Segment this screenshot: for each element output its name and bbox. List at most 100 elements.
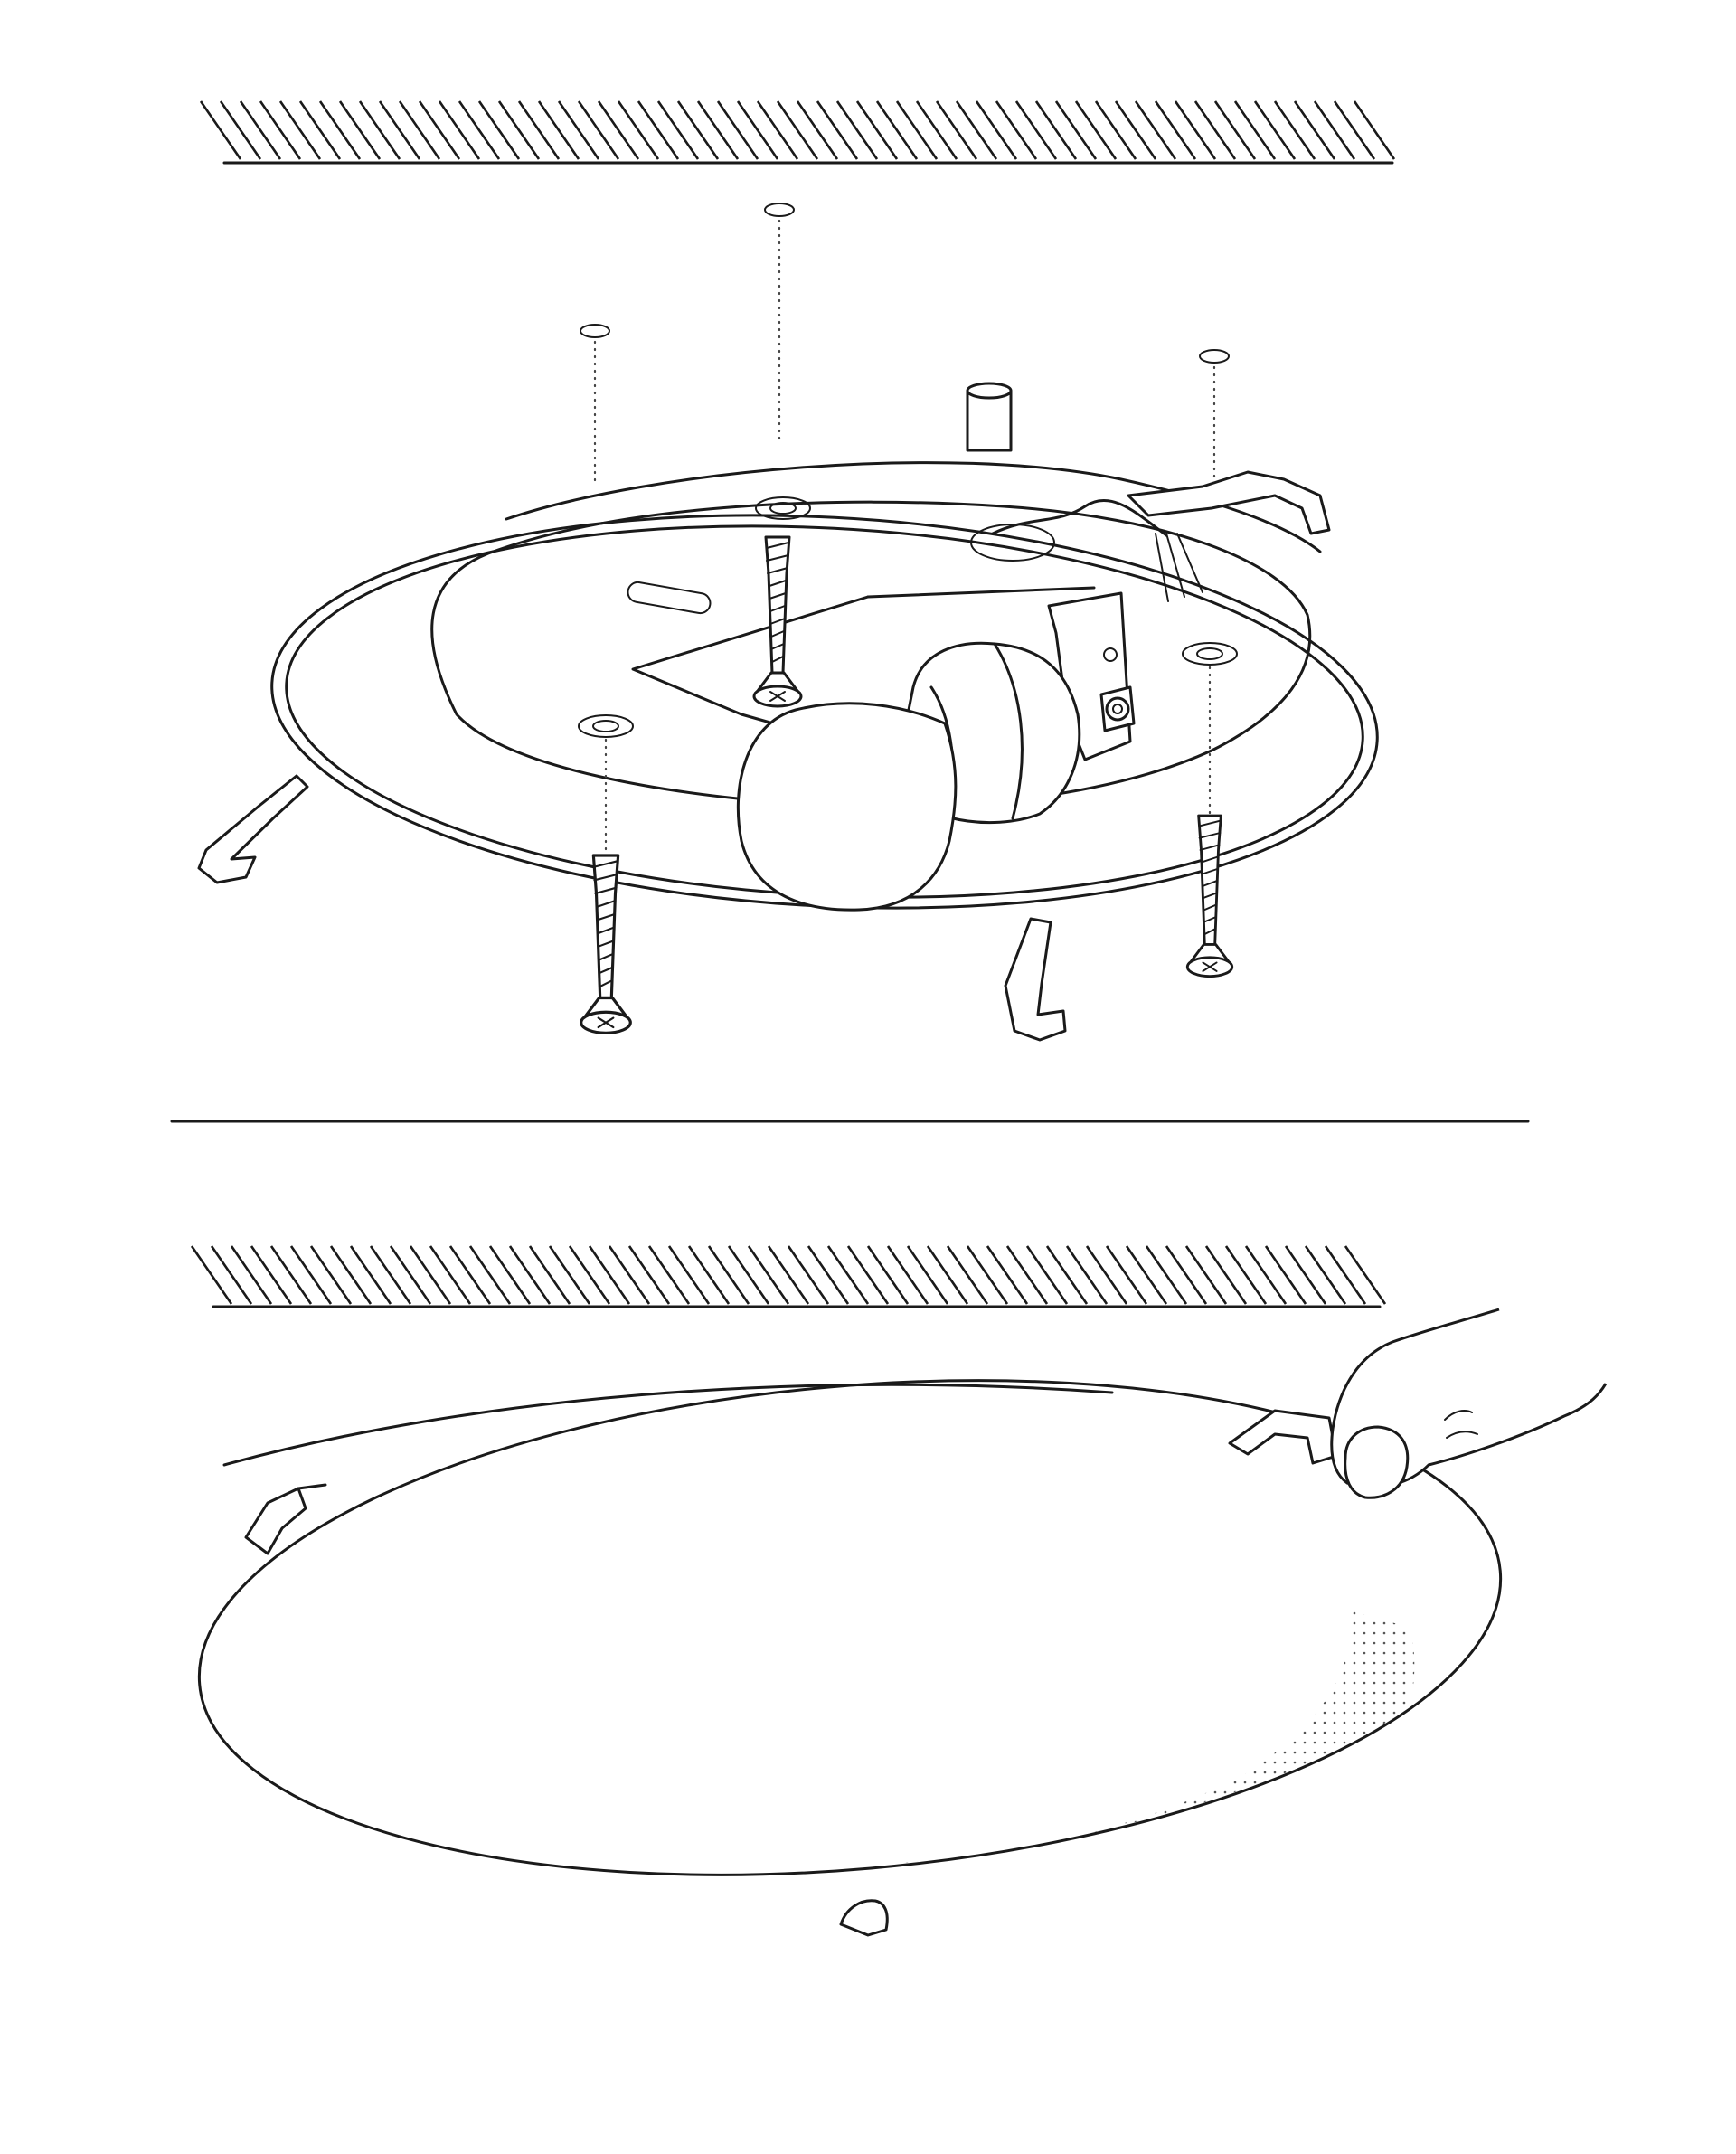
hatch-stroke xyxy=(1085,1245,1128,1305)
spring-clip xyxy=(1127,470,1331,535)
hatch-stroke xyxy=(966,1245,1009,1305)
hatch-stroke xyxy=(1034,100,1078,160)
hatch-stroke xyxy=(597,100,640,160)
cable-conduit xyxy=(966,382,1013,452)
hatch-stroke xyxy=(528,1245,571,1305)
hatch-stroke xyxy=(915,100,958,160)
hatch-stroke xyxy=(727,1245,770,1305)
hatch-stroke xyxy=(548,1245,591,1305)
hatch-stroke xyxy=(816,100,859,160)
hatch-stroke xyxy=(627,1245,671,1305)
hatch-stroke xyxy=(617,100,660,160)
hatch-stroke xyxy=(1054,100,1098,160)
hatch-stroke xyxy=(398,100,441,160)
hatch-stroke xyxy=(458,100,501,160)
spring-clip xyxy=(197,774,309,884)
plate-hole xyxy=(755,496,811,520)
hatch-stroke xyxy=(278,100,322,160)
hatch-stroke xyxy=(577,100,620,160)
light-bulb xyxy=(736,702,958,912)
hatch-stroke xyxy=(497,100,541,160)
hatch-stroke xyxy=(1273,100,1316,160)
hatch-stroke xyxy=(329,1245,373,1305)
spring-clip xyxy=(244,1483,327,1555)
wires xyxy=(631,499,1203,747)
hatch-stroke xyxy=(747,1245,790,1305)
hatch-stroke xyxy=(647,1245,691,1305)
hatch-stroke xyxy=(608,1245,651,1305)
hatch-stroke xyxy=(935,100,978,160)
hatch-stroke xyxy=(1145,1245,1188,1305)
hatch-stroke xyxy=(250,1245,293,1305)
hatch-stroke xyxy=(557,100,600,160)
spring-clip xyxy=(1004,917,1067,1042)
hatch-stroke xyxy=(1125,1245,1168,1305)
cable-hole xyxy=(970,524,1055,562)
hatch-stroke xyxy=(866,1245,910,1305)
hatch-stroke xyxy=(835,100,879,160)
hatch-stroke xyxy=(1253,100,1297,160)
ceiling-hatch xyxy=(190,1245,1387,1308)
hatch-stroke xyxy=(716,100,760,160)
hatch-stroke xyxy=(1204,1245,1248,1305)
hatch-stroke xyxy=(318,100,362,160)
hatch-stroke xyxy=(855,100,899,160)
hatch-stroke xyxy=(707,1245,750,1305)
hatch-stroke xyxy=(289,1245,333,1305)
hatch-stroke xyxy=(349,1245,392,1305)
hatch-stroke xyxy=(1114,100,1157,160)
hatch-stroke xyxy=(230,1245,273,1305)
hatch-stroke xyxy=(1074,100,1118,160)
hatch-stroke xyxy=(1014,100,1058,160)
hatch-stroke xyxy=(1065,1245,1109,1305)
hatch-stroke xyxy=(508,1245,552,1305)
hatch-stroke xyxy=(1244,1245,1288,1305)
hatch-stroke xyxy=(1233,100,1277,160)
hatch-stroke xyxy=(1293,100,1336,160)
hatch-stroke xyxy=(826,1245,870,1305)
hatch-stroke xyxy=(269,1245,313,1305)
hatch-stroke xyxy=(190,1245,233,1305)
hatch-stroke xyxy=(787,1245,830,1305)
hatch-stroke xyxy=(776,100,819,160)
hatch-stroke xyxy=(687,1245,731,1305)
hatch-stroke xyxy=(537,100,580,160)
hatch-stroke xyxy=(1213,100,1257,160)
hatch-stroke xyxy=(1184,1245,1228,1305)
hatch-stroke xyxy=(1134,100,1177,160)
plate-hole xyxy=(1182,642,1238,666)
step-2-illustration xyxy=(190,1245,1608,1937)
hatch-stroke xyxy=(239,100,282,160)
hatch-stroke xyxy=(1174,100,1217,160)
hatch-stroke xyxy=(1105,1245,1148,1305)
hatch-stroke xyxy=(389,1245,432,1305)
hatch-stroke xyxy=(1353,100,1396,160)
hatch-stroke xyxy=(946,1245,989,1305)
hand xyxy=(1330,1308,1608,1499)
hatch-stroke xyxy=(418,100,461,160)
hatch-stroke xyxy=(736,100,779,160)
hatch-stroke xyxy=(448,1245,492,1305)
hatch-stroke xyxy=(637,100,680,160)
hatch-stroke xyxy=(369,1245,412,1305)
spring-clip xyxy=(839,1899,889,1937)
plate-hole xyxy=(578,714,634,738)
hatch-stroke xyxy=(846,1245,890,1305)
hatch-stroke xyxy=(477,100,521,160)
hatch-stroke xyxy=(756,100,799,160)
hatch-stroke xyxy=(1224,1245,1268,1305)
hatch-stroke xyxy=(1333,100,1376,160)
hatch-stroke xyxy=(667,1245,711,1305)
hatch-stroke xyxy=(199,100,242,160)
hatch-stroke xyxy=(886,1245,929,1305)
hatch-stroke xyxy=(298,100,342,160)
hatch-stroke xyxy=(219,100,262,160)
hatch-stroke xyxy=(517,100,561,160)
hatch-stroke xyxy=(338,100,382,160)
hatch-stroke xyxy=(358,100,401,160)
hatch-stroke xyxy=(468,1245,512,1305)
drill-hole xyxy=(764,203,795,447)
hatch-stroke xyxy=(906,1245,949,1305)
hatch-stroke xyxy=(767,1245,810,1305)
